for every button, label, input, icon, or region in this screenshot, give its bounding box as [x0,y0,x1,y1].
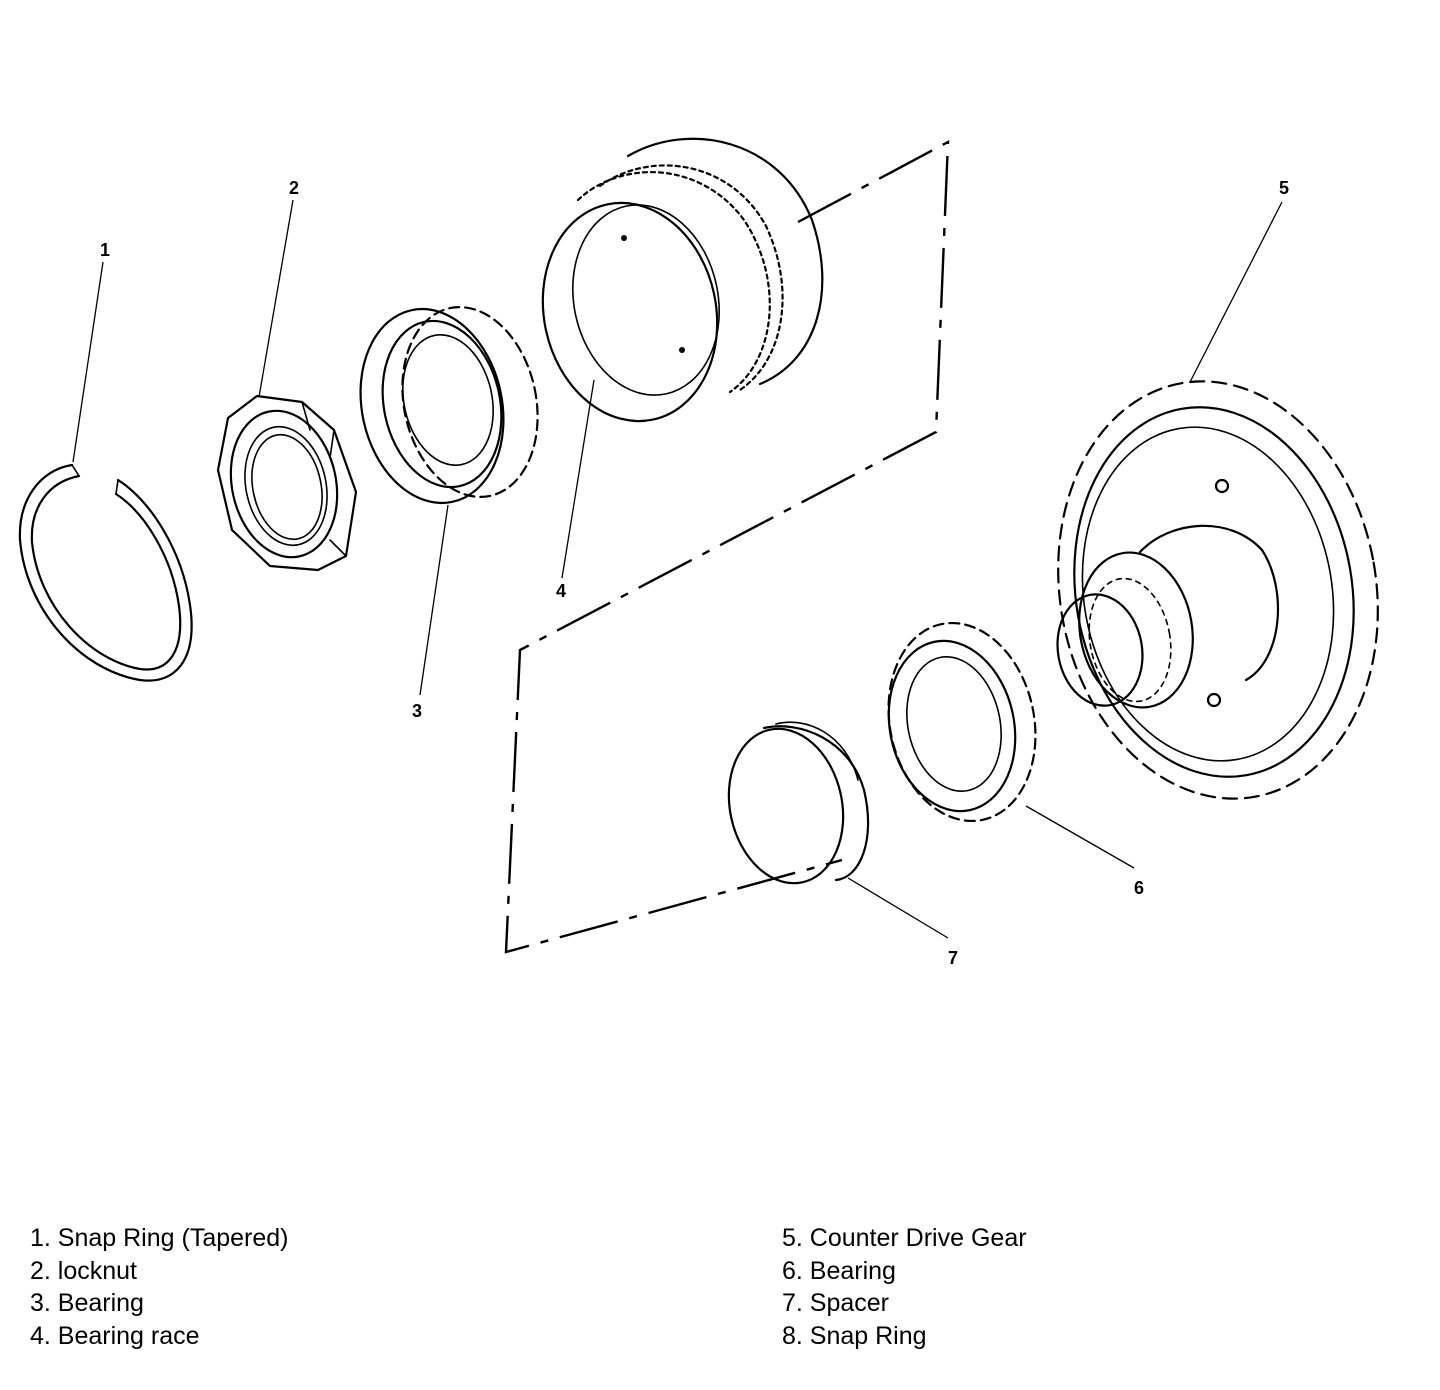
legend-item: 6. Bearing [782,1256,896,1285]
locknut-part [216,394,358,572]
bearing-part-6 [887,621,1037,823]
leader-line-7 [847,877,949,939]
leader-line-2 [258,199,294,398]
bearing-race-part [541,137,824,423]
parts-legend-left: 1. Snap Ring (Tapered) 2. locknut 3. Bea… [30,1222,288,1352]
snap-ring-tapered-part [18,463,193,682]
legend-item: 1. Snap Ring (Tapered) [30,1224,289,1252]
leader-line-5 [1189,201,1283,383]
bearing-part-3 [359,306,539,505]
callout-5: 5 [1279,178,1289,198]
spacer-part [727,721,870,885]
legend-item: 7. Spacer [782,1289,890,1317]
leader-line-6 [1025,805,1135,869]
callout-4: 4 [556,581,566,601]
counter-drive-gear-part [1056,380,1379,800]
legend-item: 8. Snap Ring [782,1321,927,1350]
leader-line-4 [561,379,595,579]
legend-item: 2. locknut [30,1256,138,1285]
callout-2: 2 [289,178,299,198]
callout-6: 6 [1134,878,1144,898]
parts-legend-right: 5. Counter Drive Gear 6. Bearing 7. Spac… [782,1222,1027,1352]
callout-1: 1 [100,240,110,260]
callout-3: 3 [412,701,422,721]
leader-line-3 [419,504,449,696]
leader-line-1 [72,261,104,463]
legend-item: 5. Counter Drive Gear [782,1224,1027,1252]
callout-7: 7 [948,948,958,968]
legend-item: 3. Bearing [30,1289,144,1317]
assembly-boundary-line [504,139,950,954]
legend-item: 4. Bearing race [30,1321,200,1350]
